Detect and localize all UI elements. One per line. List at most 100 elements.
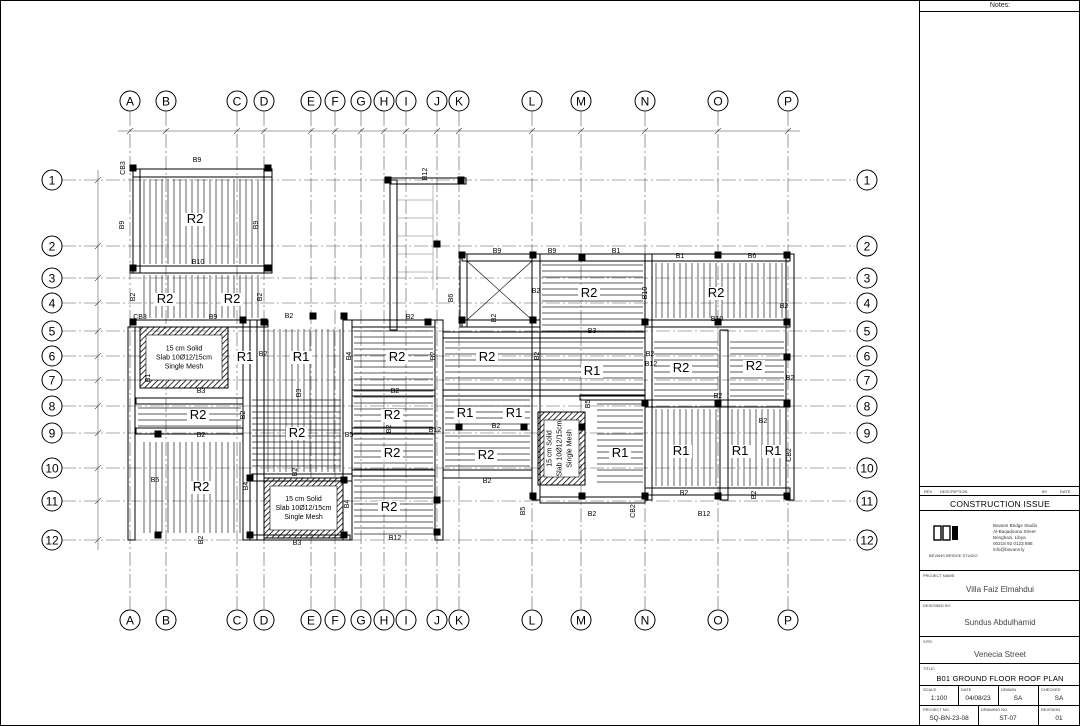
scale-value: 1:100 bbox=[930, 695, 948, 702]
notes-divider bbox=[920, 11, 1080, 12]
opening bbox=[466, 260, 533, 321]
grid-row-label: 5 bbox=[864, 325, 871, 339]
column bbox=[264, 264, 272, 272]
grid-col-label: K bbox=[455, 614, 463, 628]
grid-bubble-col: A bbox=[119, 609, 141, 631]
column bbox=[433, 528, 441, 536]
grid-col-label: I bbox=[404, 614, 407, 628]
beam-label: CB2 bbox=[786, 448, 793, 462]
description-header: DESCRIPTION bbox=[940, 489, 968, 494]
slab-label: R1 bbox=[454, 405, 476, 420]
solid-slab-note: Slab 10Ø12/15cm bbox=[156, 355, 212, 362]
slab-label-text: R2 bbox=[289, 425, 306, 440]
scale-label: SCALE bbox=[923, 687, 937, 692]
grid-col-label: A bbox=[126, 614, 134, 628]
address-line: Al-Baqadouna Street bbox=[993, 529, 1036, 534]
grid-bubble-row: 6 bbox=[856, 345, 878, 367]
grid-col-label: N bbox=[641, 614, 650, 628]
slab-label: R2 bbox=[221, 291, 243, 306]
beam-label: B2 bbox=[714, 393, 723, 400]
slab-label: R1 bbox=[729, 443, 751, 458]
grid-bubble-row: 8 bbox=[41, 395, 63, 417]
slab-label-text: R1 bbox=[293, 349, 310, 364]
beam-label: B2 bbox=[483, 478, 492, 485]
date-value: 04/08/23 bbox=[965, 695, 991, 702]
slab-label-text: R2 bbox=[157, 291, 174, 306]
grid-bubble-col: G bbox=[350, 609, 372, 631]
grid-col-label: B bbox=[162, 95, 170, 109]
beam-label: B2 bbox=[492, 423, 501, 430]
slab-label: R2 bbox=[705, 285, 727, 300]
address-line: info@bevans.ly bbox=[993, 547, 1025, 552]
slab-label-text: R2 bbox=[224, 291, 241, 306]
beam-label: CB2 bbox=[630, 504, 637, 518]
column bbox=[714, 318, 722, 326]
grid-bubble-col: H bbox=[373, 609, 395, 631]
solid-slab-note: Slab 10Ø12/15cm bbox=[275, 505, 331, 512]
slab-label: R1 bbox=[762, 443, 784, 458]
grid-bubble-row: 1 bbox=[41, 169, 63, 191]
beam bbox=[459, 253, 468, 328]
slab-label-text: R1 bbox=[612, 445, 629, 460]
grid-col-label: H bbox=[380, 95, 389, 109]
designer-row: DESIGNED BY: Sundus Abdulhamid bbox=[920, 601, 1080, 637]
column bbox=[458, 316, 466, 324]
designed-by-label: DESIGNED BY: bbox=[923, 603, 952, 608]
slab-label: R2 bbox=[670, 360, 692, 375]
grid-bubble-col: E bbox=[300, 609, 322, 631]
beam-label: B12 bbox=[698, 511, 711, 518]
grid-bubble-col: E bbox=[300, 90, 322, 112]
grid-bubble-col: I bbox=[395, 90, 417, 112]
slab-label: R2 bbox=[286, 425, 308, 440]
column bbox=[246, 474, 254, 482]
beam-label: B10 bbox=[192, 259, 205, 266]
solid-slab-note: 15 cm Solid bbox=[547, 430, 554, 467]
beam-label: CB3 bbox=[120, 161, 127, 175]
beam-label: CB3 bbox=[133, 314, 147, 321]
beam-label: B4 bbox=[243, 482, 250, 491]
slab-label-text: R2 bbox=[581, 285, 598, 300]
site: Venecia Street bbox=[973, 650, 1027, 659]
beam-label: B5 bbox=[520, 507, 527, 516]
grid-bubble-col: J bbox=[426, 90, 448, 112]
beam-label: B2 bbox=[786, 375, 795, 382]
beam bbox=[719, 329, 729, 501]
grid-bubble-row: 11 bbox=[856, 490, 878, 512]
beam-label: B12 bbox=[429, 427, 442, 434]
company-name: BEVANS BRIDGE STUDIO bbox=[929, 553, 978, 558]
grid-bubble-row: 7 bbox=[41, 369, 63, 391]
column bbox=[529, 316, 537, 324]
slab-label: R2 bbox=[381, 445, 403, 460]
slab-label: R2 bbox=[184, 211, 206, 226]
slab-label-text: R1 bbox=[506, 405, 523, 420]
grid-bubble-col: F bbox=[324, 609, 346, 631]
beam-label: B2 bbox=[130, 293, 137, 302]
beam-label: B9 bbox=[119, 221, 126, 230]
grid-row-label: 1 bbox=[864, 174, 871, 188]
grid-row-label: 9 bbox=[864, 427, 871, 441]
grid-bubble-col: D bbox=[253, 609, 275, 631]
date-label: DATE bbox=[961, 687, 972, 692]
stair bbox=[397, 184, 434, 290]
slab-label: R2 bbox=[476, 349, 498, 364]
column bbox=[714, 399, 722, 407]
column bbox=[309, 312, 317, 320]
grid-row-label: 8 bbox=[49, 400, 56, 414]
beam-label: B1 bbox=[145, 374, 152, 383]
grid-col-label: M bbox=[576, 614, 586, 628]
slab-label-text: R2 bbox=[478, 447, 495, 462]
grid-row-label: 7 bbox=[864, 374, 871, 388]
grid-row-label: 5 bbox=[49, 325, 56, 339]
column bbox=[578, 254, 586, 262]
beam-label: B2 bbox=[680, 490, 689, 497]
grid-bubble-col: M bbox=[570, 90, 592, 112]
grid-bubble-col: I bbox=[395, 609, 417, 631]
slab-label-text: R2 bbox=[673, 360, 690, 375]
title-label: TITLE: bbox=[923, 666, 936, 671]
grid-row-label: 4 bbox=[49, 297, 56, 311]
grid-bubble-col: A bbox=[119, 90, 141, 112]
column bbox=[783, 399, 791, 407]
by-header: BY bbox=[1042, 489, 1048, 494]
